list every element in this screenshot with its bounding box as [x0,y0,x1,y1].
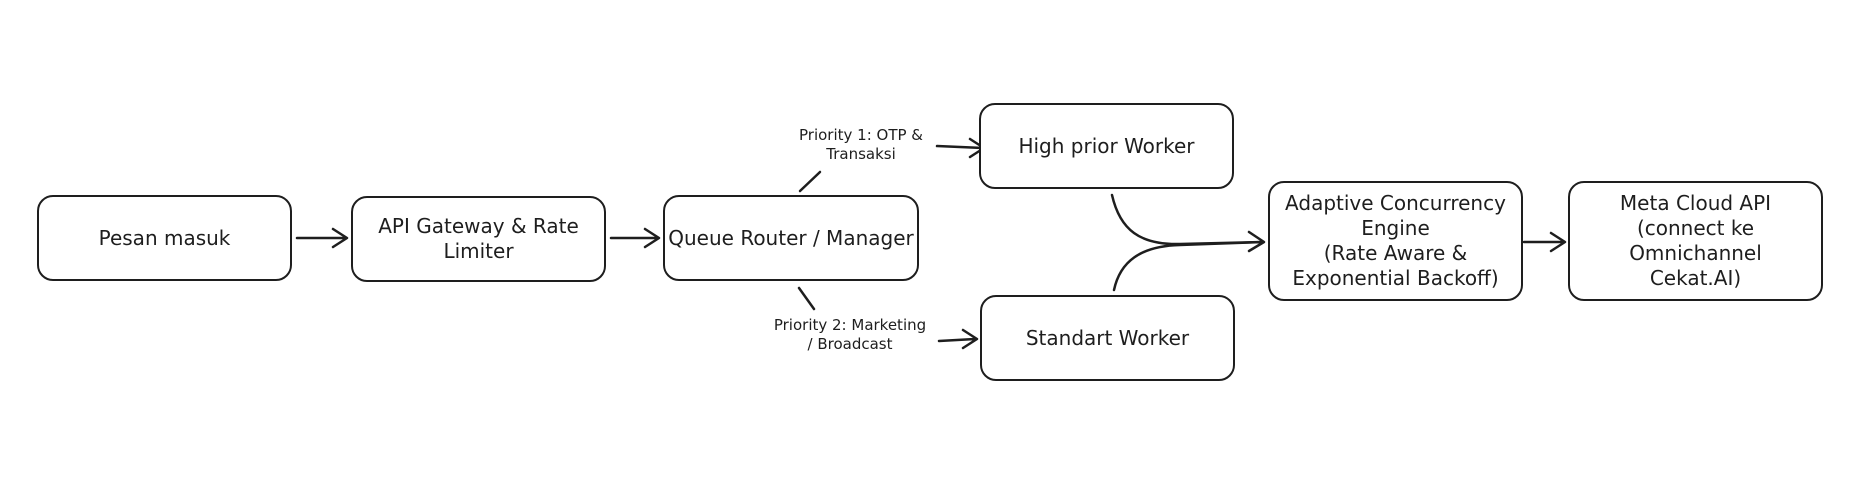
arrow-engine-to-meta [1522,231,1567,253]
node-adaptive-concurrency-engine: Adaptive Concurrency Engine (Rate Aware … [1268,181,1523,301]
node-label: Queue Router / Manager [668,225,914,250]
node-queue-router: Queue Router / Manager [663,195,919,281]
line-router-to-priority-1 [798,170,822,193]
node-label: API Gateway & Rate Limiter [378,214,579,263]
node-meta-cloud-api: Meta Cloud API (connect ke Omnichannel C… [1568,181,1823,301]
arrow-pesan-to-gateway [295,227,349,249]
curve-standart-worker-to-engine [1112,230,1266,292]
node-standart-worker: Standart Worker [980,295,1235,381]
node-label: Meta Cloud API (connect ke Omnichannel C… [1619,191,1772,290]
node-pesan-masuk: Pesan masuk [37,195,292,281]
edge-label-priority-2: Priority 2: Marketing / Broadcast [773,316,927,353]
node-label: Standart Worker [1025,325,1190,350]
edge-label-priority-1: Priority 1: OTP & Transaksi [799,126,923,163]
arrow-priority-2-to-standart-worker [937,328,979,350]
curve-high-worker-to-engine [1110,193,1265,246]
node-label: Pesan masuk [98,225,231,250]
arrow-gateway-to-router [609,227,661,249]
node-api-gateway: API Gateway & Rate Limiter [351,196,606,282]
node-label: Adaptive Concurrency Engine (Rate Aware … [1285,191,1506,290]
node-high-prior-worker: High prior Worker [979,103,1234,189]
node-label: High prior Worker [1018,133,1195,158]
line-router-to-priority-2 [797,286,816,311]
